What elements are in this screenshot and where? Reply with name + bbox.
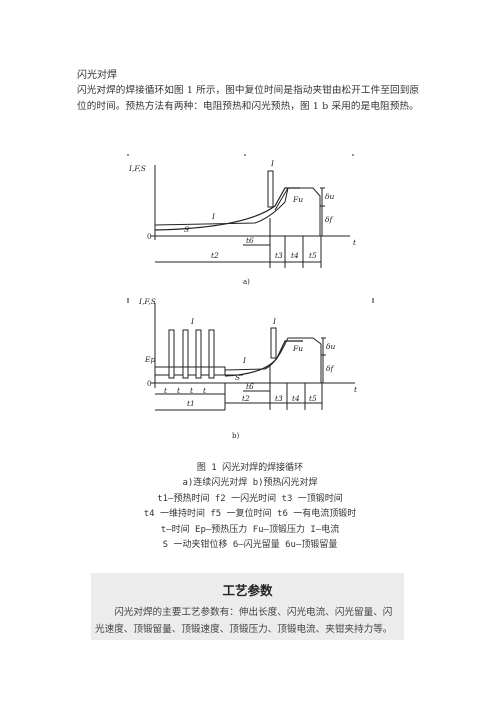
b-t6-label: t6 (246, 382, 254, 391)
b-pulse-t-3: t (190, 386, 194, 395)
b-t1-label: t1 (187, 399, 195, 408)
b-preheat-pulse-4 (208, 329, 215, 379)
b-origin-label: 0 (147, 380, 151, 388)
a-fu-label: Fu (292, 195, 303, 204)
intro-paragraph: 闪光对焊的焊接循环如图 1 所示，图中复位时间是指动夹钳由松开工件至回到原位的时… (77, 85, 420, 112)
a-current-curve (154, 187, 321, 236)
section-title: 闪光对焊 (77, 70, 117, 81)
a-t3-label: t3 (275, 251, 283, 260)
figure-caption: 图 1 闪光对焊的焊接循环 a)连续闪光对焊 b)预热闪光对焊 t1—预热时间 … (80, 461, 420, 553)
a-current-pulse (267, 170, 274, 208)
a-t5-label: t5 (309, 251, 317, 260)
b-subcaption: b) (232, 432, 239, 440)
b-displacement-label: S (235, 373, 240, 382)
b-t3-label: t3 (275, 394, 283, 403)
b-current-label-pulse: I (272, 317, 277, 326)
b-current-label-top: I (190, 317, 195, 326)
caption-line-1: 图 1 闪光对焊的焊接循环 (196, 463, 304, 473)
caption-line-5: t—时间 Ep—预热压力 Fu—顶锻压力 I—电流 (160, 524, 340, 535)
process-parameters-heading: 工艺参数 (222, 583, 273, 598)
welding-cycle-diagrams: I,F,S 0 I I S Fu δu δf t t6 t2 t3 t4 t5 … (127, 154, 374, 440)
b-t5-label: t5 (309, 394, 317, 403)
a-du-label: δu (325, 192, 335, 201)
a-origin-label: 0 (147, 233, 151, 241)
a-y-label: I,F,S (128, 164, 146, 173)
b-pulse-t-1: t (164, 386, 168, 395)
b-ep-label: Ep (144, 355, 155, 364)
a-t-label: t (353, 238, 357, 247)
b-t4-label: t4 (292, 394, 300, 403)
a-t2-label: t2 (211, 251, 219, 260)
welding-cycle-figure: I,F,S 0 I I S Fu δu δf t t6 t2 t3 t4 t5 … (125, 148, 375, 458)
b-preheat-pulse-3 (195, 329, 202, 379)
caption-line-4: t4 一维持时间 f5 一复位时间 t6 一有电流顶锻时 (143, 509, 357, 520)
b-y-label: I,F,S (138, 297, 156, 306)
b-t-label: t (354, 385, 358, 394)
caption-line-3: t1—预热时间 f2 一闪光时间 t3 一顶锻时间 (157, 493, 343, 504)
b-preheat-pulse-2 (182, 329, 189, 379)
a-df-label: δf (325, 215, 334, 224)
b-du-label: δu (326, 342, 336, 351)
b-fu-label: Fu (292, 344, 303, 353)
diagram-a (127, 154, 354, 268)
a-subcaption: a) (243, 278, 250, 286)
caption-line-6: S 一动夹钳位移 6—闪光留量 6u—顶锻留量 (162, 540, 338, 551)
b-df-label: δf (326, 364, 335, 373)
a-force-rise (274, 187, 289, 211)
process-parameters-text: 闪光对焊的主要工艺参数有：伸出长度、闪光电流、闪光留量、闪光速度、顶锻留量、顶锻… (95, 607, 393, 635)
a-displacement-curve (154, 187, 300, 231)
a-t4-label: t4 (291, 251, 299, 260)
a-current-label-top: I (270, 159, 275, 168)
b-t2-label: t2 (242, 394, 250, 403)
b-preheat-pulse-1 (168, 329, 175, 379)
diagram-b (127, 298, 374, 411)
a-current-label: I (211, 212, 216, 221)
b-current-label: I (242, 356, 247, 365)
process-parameters-box: 工艺参数 闪光对焊的主要工艺参数有：伸出长度、闪光电流、闪光留量、闪光速度、顶锻… (91, 573, 404, 640)
caption-line-2: a)连续闪光对焊 b)预热闪光对焊 (182, 478, 318, 489)
a-displacement-label: S (184, 225, 189, 234)
b-pulse-t-2: t (177, 386, 181, 395)
b-pulse-t-4: t (203, 386, 207, 395)
b-current-pulse (270, 327, 277, 359)
b-displacement-curve (224, 340, 303, 377)
a-t6-label: t6 (246, 236, 254, 245)
